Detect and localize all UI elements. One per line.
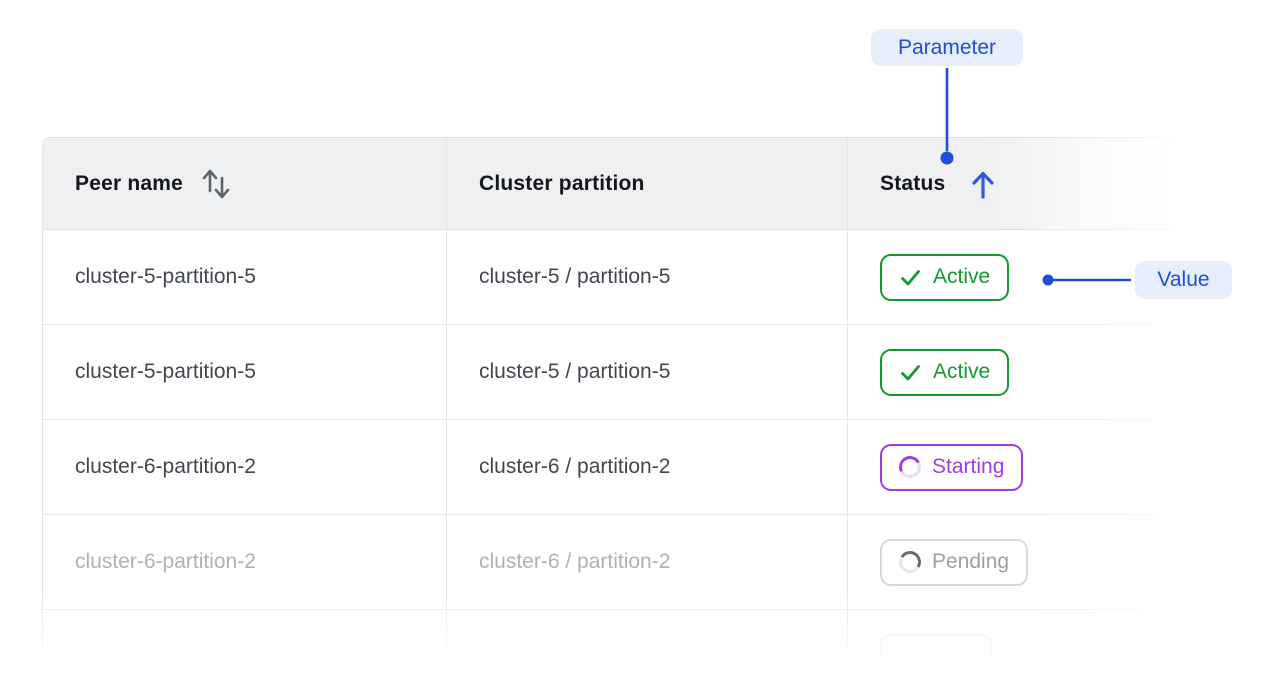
check-icon [901,364,920,380]
table-row: cluster-6-partition-2 cluster-6 / partit… [43,515,1211,610]
peer-name-cell: cluster-6-partition-2 [43,515,447,609]
status-badge [880,634,992,681]
status-cell: Active [848,230,1211,324]
peer-name-cell: cluster-6-partition-2 [43,420,447,514]
table-header-row: Peer name Cluster partition Status [43,138,1211,230]
parameter-callout: Parameter [871,29,1023,66]
status-label: Active [933,360,991,383]
peer-name-cell [43,610,447,688]
status-cell: Pending [848,515,1211,609]
status-cell [848,610,1211,688]
parameter-callout-label: Parameter [897,35,997,59]
column-header-cluster-partition[interactable]: Cluster partition [447,138,848,229]
check-icon [901,269,920,285]
status-badge: Active [880,348,1010,396]
cluster-partition-cell: cluster-5 / partition-5 [447,325,848,419]
sort-ascending-icon [972,171,994,199]
peers-table: Peer name Cluster partition Status clust… [42,137,1211,688]
status-label: Pending [932,550,1010,573]
status-badge: Pending [880,538,1029,586]
table-body: cluster-5-partition-5 cluster-5 / partit… [43,230,1211,688]
status-badge: Active [880,253,1010,301]
table-row [43,610,1211,688]
cluster-partition-cell: cluster-6 / partition-2 [447,420,848,514]
status-badge: Starting [880,443,1024,491]
spinner-icon [896,453,924,481]
column-header-label: Status [880,171,946,195]
cluster-partition-cell [447,610,848,688]
column-header-label: Cluster partition [479,171,645,195]
status-label: Active [933,265,991,288]
sort-both-icon [202,169,230,198]
status-label: Starting [932,455,1005,478]
peer-name-cell: cluster-5-partition-5 [43,230,447,324]
status-cell: Starting [848,420,1211,514]
column-header-label: Peer name [75,171,184,195]
table-row: cluster-5-partition-5 cluster-5 / partit… [43,230,1211,325]
table-row: cluster-5-partition-5 cluster-5 / partit… [43,325,1211,420]
peer-name-cell: cluster-5-partition-5 [43,325,447,419]
table-row: cluster-6-partition-2 cluster-6 / partit… [43,420,1211,515]
column-header-status[interactable]: Status [848,138,1211,229]
column-header-peer-name[interactable]: Peer name [43,138,447,229]
cluster-partition-cell: cluster-6 / partition-2 [447,515,848,609]
spinner-icon [896,548,924,576]
cluster-partition-cell: cluster-5 / partition-5 [447,230,848,324]
status-cell: Active [848,325,1211,419]
value-callout: Value [1135,261,1232,299]
value-callout-label: Value [1157,268,1210,291]
